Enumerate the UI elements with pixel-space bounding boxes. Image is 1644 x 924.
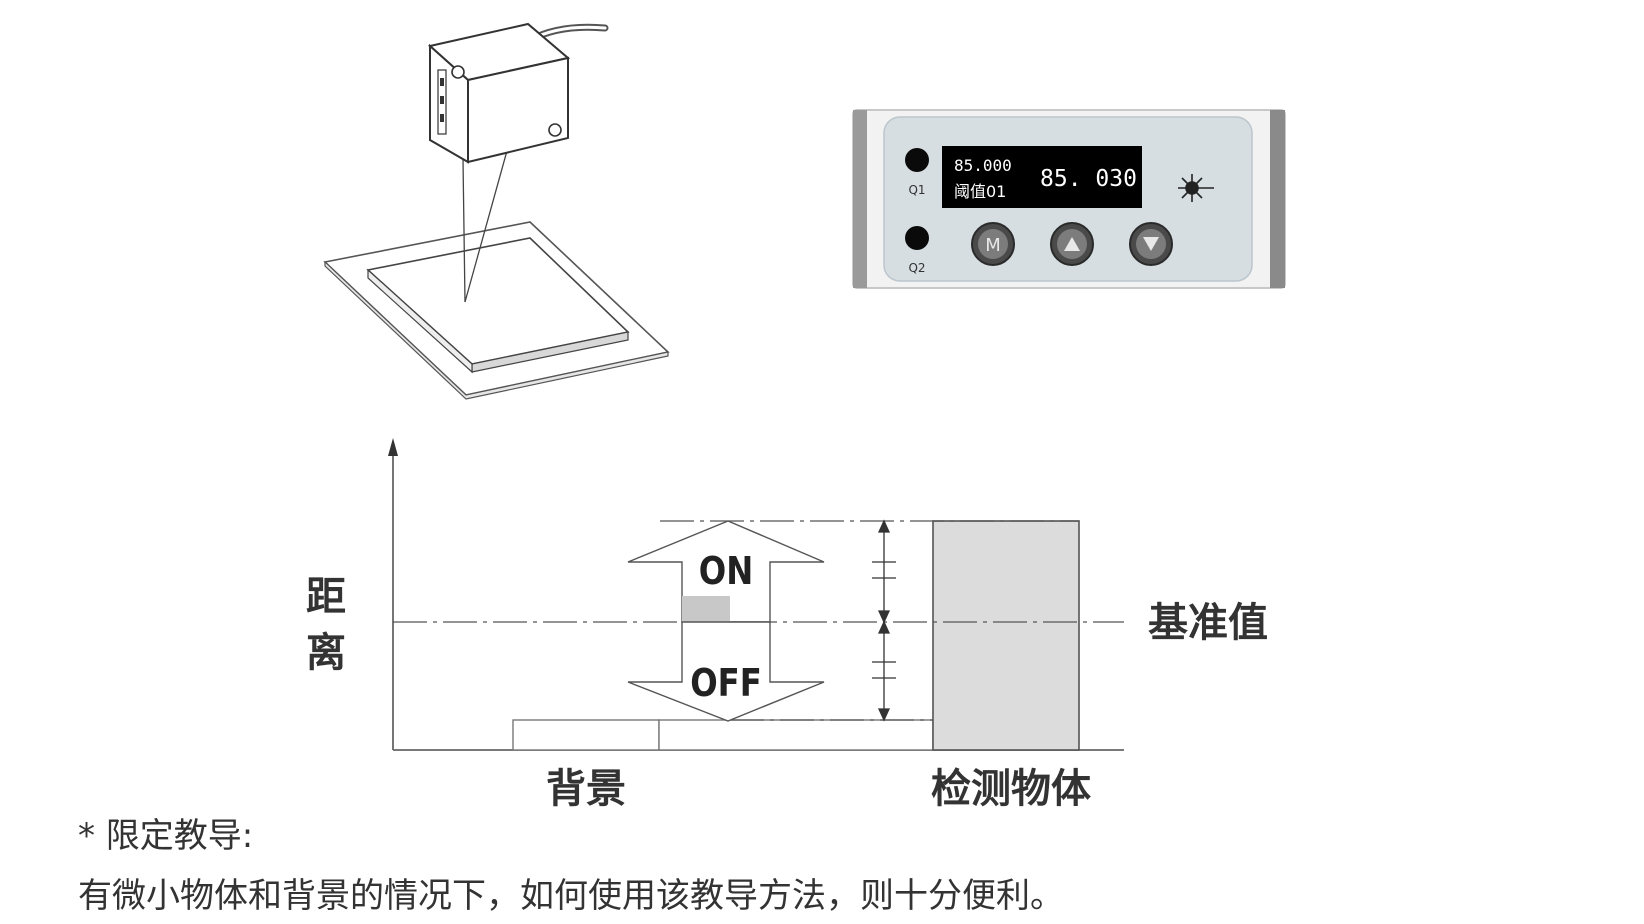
y-axis-label-line1: 距: [306, 573, 346, 620]
y-axis-label-line2: 离: [306, 629, 346, 676]
reference-label: 基准值: [1148, 599, 1268, 646]
threshold-value: 85.000: [954, 156, 1012, 175]
q2-label: Q2: [908, 261, 925, 275]
workpiece-left: [367, 268, 473, 374]
caption-body: 有微小物体和背景的情况下，如何使用该教导方法，则十分便利。: [78, 876, 1064, 916]
arrow-down-icon: [1143, 237, 1159, 251]
caption-title: * 限定教导:: [78, 816, 254, 856]
q1-indicator-icon: [905, 148, 929, 172]
target-label: 检测物体: [931, 765, 1091, 812]
m-button[interactable]: M: [971, 222, 1015, 266]
sensor-head-side: [467, 56, 569, 164]
panel-right-rail: [1270, 110, 1285, 288]
current-value: 85. 030: [1040, 166, 1137, 192]
arrow-up-icon: [1064, 237, 1080, 251]
background-block: [512, 719, 660, 751]
sensor-illustration: [323, 22, 670, 400]
laser-beam-return: [464, 139, 511, 303]
threshold-label: 阈值01: [954, 182, 1006, 201]
range-dimension-icon: [872, 519, 896, 722]
laser-beam-emit: [462, 159, 466, 303]
base-plate-edge: [324, 260, 669, 400]
m-button-label: M: [985, 235, 1001, 256]
background-block: [658, 719, 934, 751]
distance-chart: 距 离 ON OFF 基准值 背景: [306, 438, 1268, 812]
on-label: ON: [699, 550, 753, 594]
up-button[interactable]: [1050, 222, 1094, 266]
off-label: OFF: [690, 662, 762, 706]
on-arrow: [627, 520, 825, 623]
q1-label: Q1: [908, 183, 925, 197]
laser-emission-icon: [1178, 174, 1214, 202]
q2-indicator-icon: [905, 226, 929, 250]
mount-hole-icon: [548, 123, 562, 137]
y-axis-arrow-icon: [388, 438, 398, 456]
background-label: 背景: [546, 765, 626, 812]
on-arrow-shade: [682, 596, 730, 622]
oled-display: [942, 146, 1142, 208]
control-panel: Q1 Q2 85.000 阈值01 85. 030 M: [852, 109, 1286, 289]
down-button[interactable]: [1129, 222, 1173, 266]
panel-left-rail: [853, 110, 867, 288]
mount-hole-icon: [451, 65, 465, 79]
target-object: [932, 520, 1080, 751]
off-arrow: [627, 621, 825, 722]
